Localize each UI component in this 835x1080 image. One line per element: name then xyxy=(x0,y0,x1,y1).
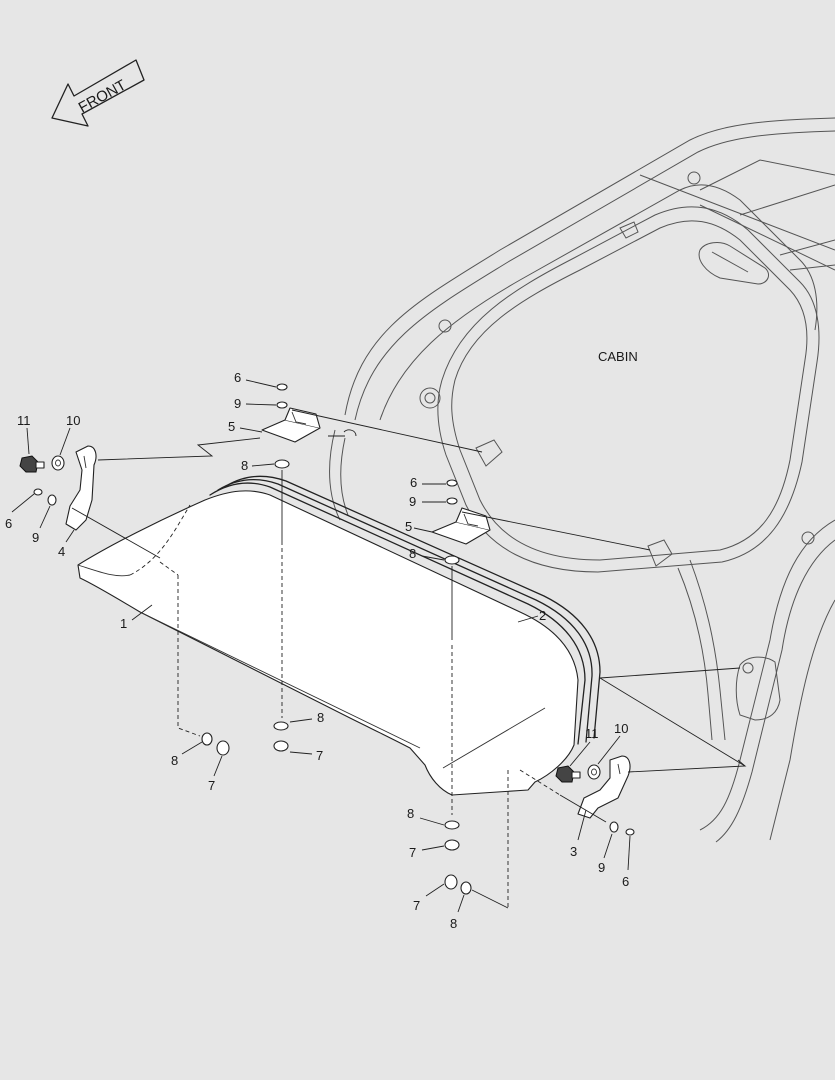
callout-8-bottom-far: 8 xyxy=(450,916,457,931)
bracket-5-left xyxy=(261,407,321,443)
washer-9-right xyxy=(609,821,619,833)
callout-8-bottom-left: 8 xyxy=(171,753,178,768)
screw-6-right xyxy=(625,828,635,836)
nut-7-bottom-left xyxy=(216,740,230,756)
callout-7-bottom-far: 7 xyxy=(413,898,420,913)
callout-1: 1 xyxy=(120,616,127,631)
screw-6-top-left xyxy=(276,383,288,391)
washer-8-bottom-center xyxy=(273,721,289,731)
callout-10-right: 10 xyxy=(614,721,628,736)
washer-10-left xyxy=(51,455,65,471)
callout-10-left: 10 xyxy=(66,413,80,428)
seal-strip xyxy=(209,475,601,745)
callout-7-bottom-left: 7 xyxy=(208,778,215,793)
callout-6-top-right: 6 xyxy=(410,475,417,490)
bracket-4 xyxy=(65,445,97,531)
nut-7-bottom-center xyxy=(273,740,289,752)
callout-6-top-left: 6 xyxy=(234,370,241,385)
callout-6-left: 6 xyxy=(5,516,12,531)
front-arrow-icon: FRONT xyxy=(51,59,145,127)
callout-9-top-left: 9 xyxy=(234,396,241,411)
callout-11-right: 11 xyxy=(585,726,599,741)
callout-5-left: 5 xyxy=(228,419,235,434)
callout-9-left: 9 xyxy=(32,530,39,545)
cover-panel xyxy=(77,490,579,796)
callout-5-right: 5 xyxy=(405,519,412,534)
screw-6-left xyxy=(33,488,43,496)
callout-8-bottom-center: 8 xyxy=(317,710,324,725)
callout-6-right: 6 xyxy=(622,874,629,889)
washer-8-bottom-right xyxy=(444,820,460,830)
washer-8-top-left xyxy=(274,459,290,469)
cabin-structure xyxy=(329,117,835,843)
fastener-11-left xyxy=(19,455,45,473)
bracket-5-right xyxy=(431,507,491,545)
callout-8-top-right: 8 xyxy=(409,546,416,561)
washer-9-top-left xyxy=(276,401,288,409)
cabin-label: CABIN xyxy=(598,349,638,364)
front-label: FRONT xyxy=(76,77,129,117)
callout-3: 3 xyxy=(570,844,577,859)
nut-7-bottom-right xyxy=(444,839,460,851)
washer-9-left xyxy=(47,494,57,506)
callout-9-right: 9 xyxy=(598,860,605,875)
callouts: 1 2 3 4 5 5 6 6 6 6 7 7 7 7 8 8 8 8 xyxy=(5,370,631,931)
callout-9-top-right: 9 xyxy=(409,494,416,509)
washer-10-right xyxy=(587,764,601,780)
screw-6-top-right xyxy=(446,479,458,487)
callout-4: 4 xyxy=(58,544,65,559)
callout-7-bottom-center: 7 xyxy=(316,748,323,763)
callout-8-top-left: 8 xyxy=(241,458,248,473)
assembly-lines xyxy=(71,409,747,909)
nut-7-bottom-far xyxy=(444,874,458,890)
washer-8-top-right xyxy=(444,555,460,565)
fastener-11-right xyxy=(555,765,581,783)
callout-2: 2 xyxy=(539,608,546,623)
callout-8-bottom-right: 8 xyxy=(407,806,414,821)
washer-8-bottom-left xyxy=(201,732,213,746)
callout-7-bottom-right: 7 xyxy=(409,845,416,860)
callout-11-left: 11 xyxy=(17,413,31,428)
bracket-3 xyxy=(577,755,631,819)
washer-9-top-right xyxy=(446,497,458,505)
washer-8-bottom-far xyxy=(460,881,472,895)
